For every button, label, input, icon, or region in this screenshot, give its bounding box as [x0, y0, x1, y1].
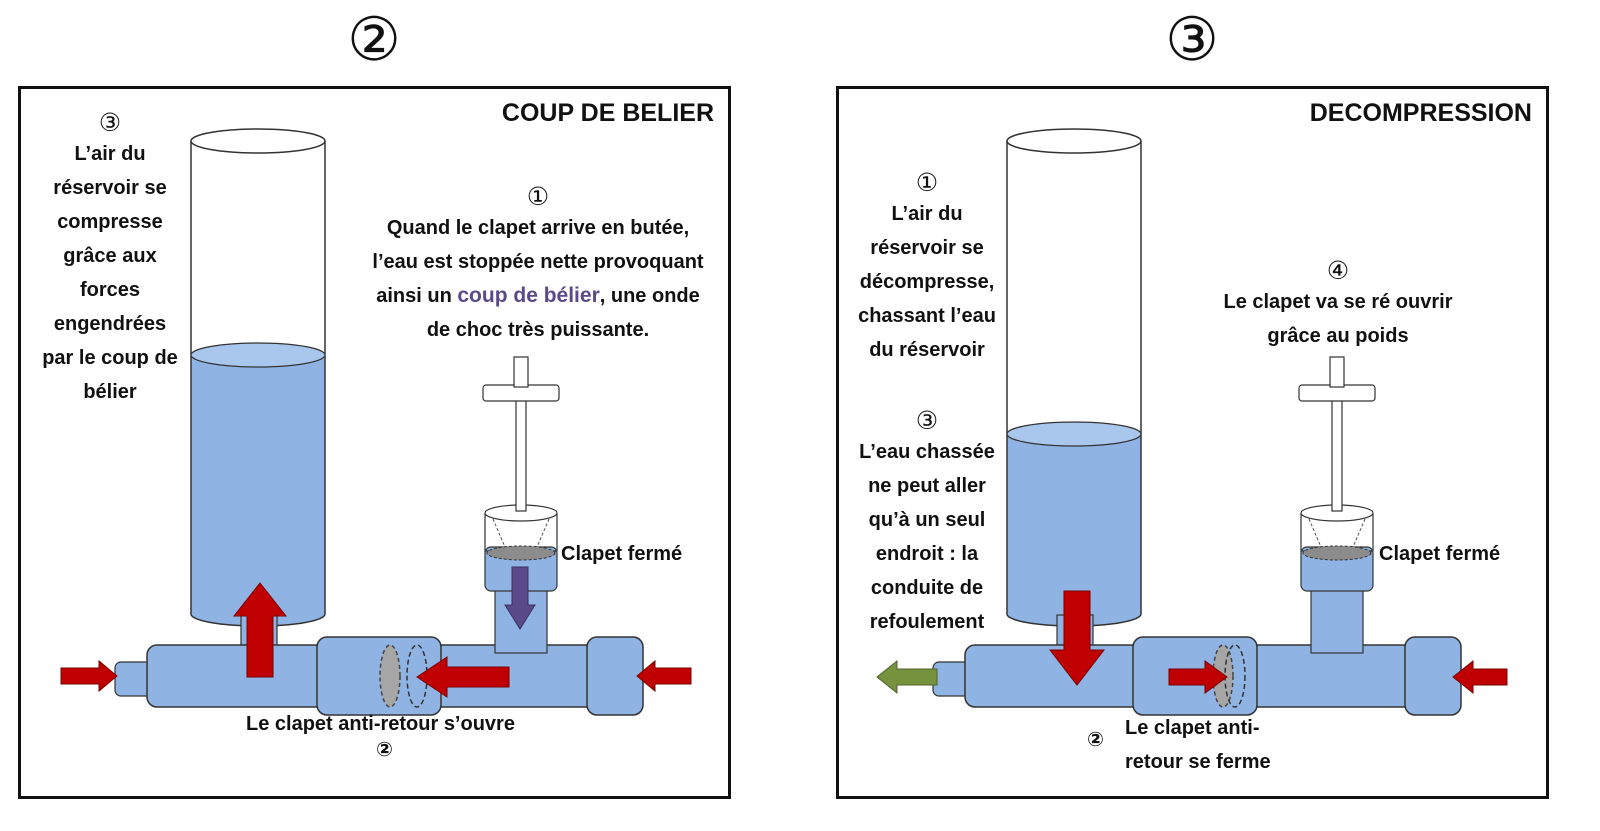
arrow-check-valve [1168, 660, 1228, 694]
valve-stem-top [513, 356, 529, 388]
highlight-coup-de-belier: coup de bélier [457, 284, 600, 307]
reservoir-top [190, 128, 326, 154]
valve-stem [1331, 388, 1343, 512]
note-number: ③ [98, 108, 122, 137]
panel-title-left: COUP DE BELIER [501, 99, 714, 127]
reservoir-water [191, 355, 325, 626]
note-number: ① [526, 182, 550, 211]
reservoir-water-surface [190, 342, 326, 368]
step-number-right: ③ [1165, 5, 1219, 75]
note-number: ④ [1326, 256, 1350, 285]
arrow-outlet-left [636, 659, 692, 693]
hydraulic-ram-diagram-right [876, 128, 1508, 716]
note-number: ③ [915, 406, 939, 435]
reservoir-top [1006, 128, 1142, 154]
valve-stem-top [1329, 356, 1345, 388]
check-valve-number-left: ② [376, 737, 393, 761]
valve-label-left: Clapet fermé [561, 543, 683, 565]
panel-coup-de-belier: COUP DE BELIER ③ L’air du réservoir se c… [18, 86, 731, 799]
arrow-check-valve [416, 656, 510, 698]
arrow-up-reservoir [232, 582, 288, 678]
note-reservoir-right: ① L’air du réservoir se décompresse, cha… [843, 169, 1011, 367]
reservoir-water-surface [1006, 421, 1142, 447]
outlet-coupling [586, 636, 644, 716]
hydraulic-ram-diagram-left [60, 128, 692, 716]
step-number-left: ② [347, 5, 401, 75]
panel-title-right: DECOMPRESSION [1309, 99, 1532, 127]
inlet-coupling [1404, 636, 1462, 716]
check-valve-label-left: Le clapet anti-retour s’ouvre [246, 713, 515, 735]
reservoir-water [1007, 434, 1141, 626]
note-number: ① [915, 168, 939, 197]
arrow-down-reservoir [1048, 590, 1106, 686]
note-valve-right: ④ Le clapet va se ré ouvrir grâce au poi… [1199, 257, 1477, 353]
arrow-inlet-right [1452, 659, 1508, 695]
valve-label-right: Clapet fermé [1379, 543, 1501, 565]
arrow-valve-down [504, 566, 536, 630]
note-valve-left: ① Quand le clapet arrive en butée, l’eau… [343, 183, 733, 347]
panel-decompression: DECOMPRESSION ① L’air du réservoir se dé… [836, 86, 1549, 799]
valve-disc [1302, 545, 1372, 561]
valve-stem [515, 388, 527, 512]
note-reservoir-left: ③ L’air du réservoir se compresse grâce … [25, 109, 195, 409]
check-valve-label-right: Le clapet anti- retour se ferme [1125, 717, 1271, 773]
valve-riser [1310, 582, 1364, 654]
note-outlet-right: ③ L’eau chassée ne peut aller qu’à un se… [843, 407, 1011, 639]
check-valve-number-right: ② [1087, 727, 1104, 751]
check-valve-disc [379, 644, 401, 708]
valve-disc [486, 545, 556, 561]
arrow-inlet [60, 659, 118, 693]
arrow-outlet-green [876, 659, 938, 695]
